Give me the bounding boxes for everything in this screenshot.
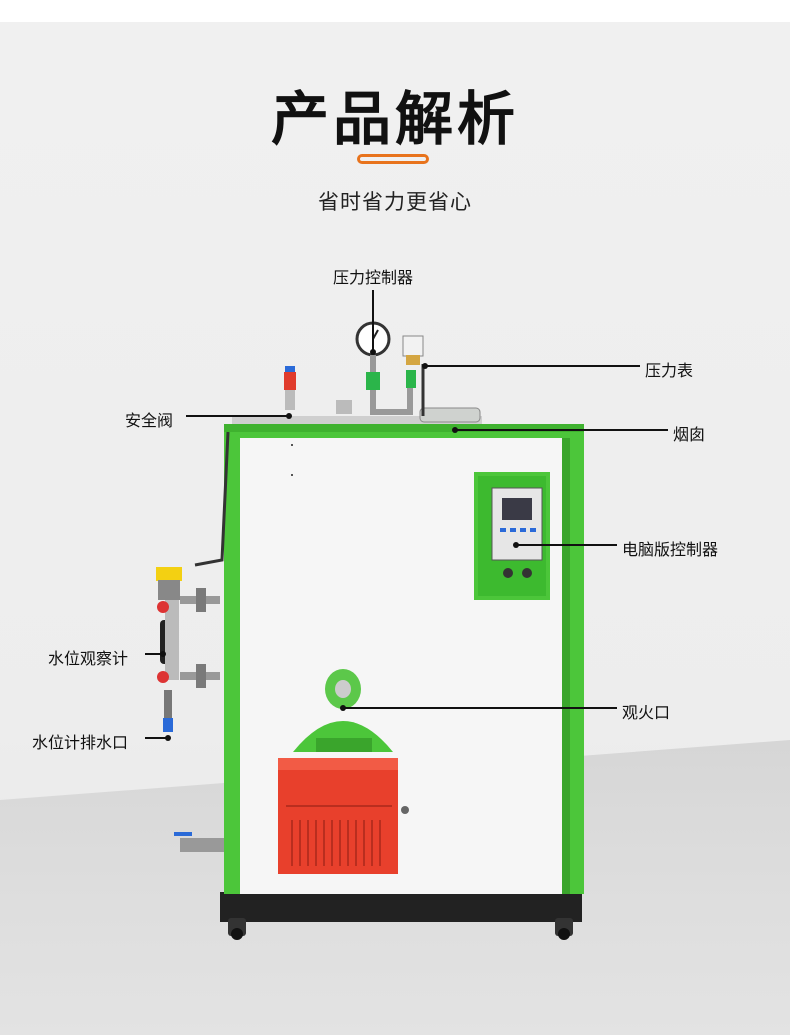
label-safety-valve: 安全阀	[125, 411, 174, 430]
controller-box	[402, 335, 424, 357]
title-underline	[357, 154, 429, 164]
wheel-left-roller	[231, 928, 243, 940]
label-pressure-controller: 压力控制器	[333, 268, 414, 287]
chimney-shape	[419, 407, 481, 423]
safety-valve-top	[285, 366, 295, 372]
label-water-level-drain: 水位计排水口	[32, 733, 129, 752]
label-water-level-gauge: 水位观察计	[48, 649, 129, 668]
wheel-right-roller	[558, 928, 570, 940]
page-title: 产品解析	[270, 85, 519, 153]
top-plate	[232, 416, 482, 424]
level-cap	[156, 567, 182, 581]
gauge-valve	[366, 372, 380, 390]
base-frame	[220, 892, 582, 922]
frame-top	[224, 424, 584, 432]
safety-valve-cap	[284, 372, 296, 390]
label-pressure-gauge: 压力表	[645, 361, 694, 380]
page-subtitle: 省时省力更省心	[318, 190, 472, 214]
drain-valve	[163, 718, 173, 732]
label-observation-port: 观火口	[622, 703, 671, 722]
burner-body	[278, 758, 398, 874]
label-computer-controller: 电脑版控制器	[622, 540, 719, 559]
controller-screen	[502, 498, 532, 520]
frame-shadow	[562, 438, 570, 894]
safety-valve-body	[285, 372, 295, 410]
label-chimney: 烟囱	[673, 425, 706, 444]
